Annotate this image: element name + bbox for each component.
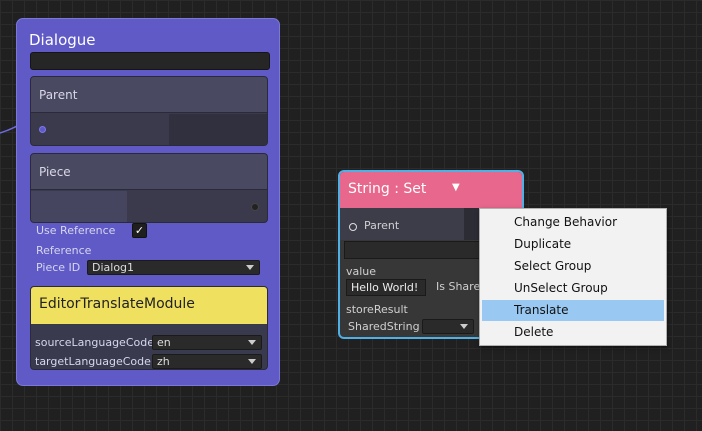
node-title: Dialogue xyxy=(29,31,96,49)
chevron-down-icon xyxy=(246,265,254,270)
value-input[interactable]: Hello World! xyxy=(346,279,426,296)
chevron-down-icon[interactable]: ▼ xyxy=(452,182,460,193)
menu-item-select-group[interactable]: Select Group xyxy=(514,259,592,273)
source-language-label: sourceLanguageCode xyxy=(35,336,154,349)
port-dot-icon[interactable] xyxy=(39,126,46,133)
chevron-down-icon xyxy=(248,340,256,345)
store-result-label: storeResult xyxy=(346,303,408,316)
value-label: value xyxy=(346,265,377,278)
source-language-dropdown[interactable]: en xyxy=(152,335,262,350)
context-menu: Change Behavior Duplicate Select Group U… xyxy=(479,208,667,346)
chevron-down-icon xyxy=(248,359,256,364)
source-language-value: en xyxy=(157,336,171,349)
reference-label: Reference xyxy=(36,244,92,257)
target-language-dropdown[interactable]: zh xyxy=(152,354,262,369)
menu-item-change-behavior[interactable]: Change Behavior xyxy=(514,215,618,229)
string-set-node[interactable]: String : Set ▼ Parent value Hello World!… xyxy=(338,170,524,339)
string-parent-label: Parent xyxy=(364,219,400,232)
port-dot-icon[interactable] xyxy=(251,203,259,211)
string-parent-port[interactable] xyxy=(340,208,464,240)
port-ring-icon[interactable] xyxy=(349,223,357,231)
use-reference-label: Use Reference xyxy=(36,224,116,237)
piece-port[interactable]: Piece xyxy=(30,153,268,223)
menu-item-translate[interactable]: Translate xyxy=(482,300,664,321)
piece-id-label: Piece ID xyxy=(36,261,81,274)
menu-item-unselect-group[interactable]: UnSelect Group xyxy=(514,281,608,295)
string-node-header[interactable]: String : Set ▼ xyxy=(340,172,522,208)
piece-port-label: Piece xyxy=(31,154,267,190)
string-node-title: String : Set xyxy=(348,181,427,197)
menu-item-delete[interactable]: Delete xyxy=(514,325,554,339)
dialogue-node[interactable]: Dialogue Parent Piece Use Reference ✓ Re… xyxy=(16,18,280,386)
shared-string-label: SharedString xyxy=(348,320,420,333)
use-reference-checkbox[interactable]: ✓ xyxy=(132,223,147,238)
translate-module[interactable]: EditorTranslateModule sourceLanguageCode… xyxy=(30,286,268,370)
menu-item-duplicate[interactable]: Duplicate xyxy=(514,237,572,251)
target-language-value: zh xyxy=(157,355,170,368)
piece-id-dropdown[interactable]: Dialog1 xyxy=(87,260,260,275)
piece-id-value: Dialog1 xyxy=(92,261,135,274)
parent-port-label: Parent xyxy=(31,77,267,113)
is-shared-label: Is Shared xyxy=(436,280,488,293)
parent-port[interactable]: Parent xyxy=(30,76,268,146)
chevron-down-icon xyxy=(460,324,468,329)
shared-string-dropdown[interactable] xyxy=(422,319,474,334)
module-title: EditorTranslateModule xyxy=(31,287,267,324)
node-description-bar[interactable] xyxy=(30,52,270,70)
checkmark-icon: ✓ xyxy=(134,224,145,237)
target-language-label: targetLanguageCode xyxy=(35,355,151,368)
